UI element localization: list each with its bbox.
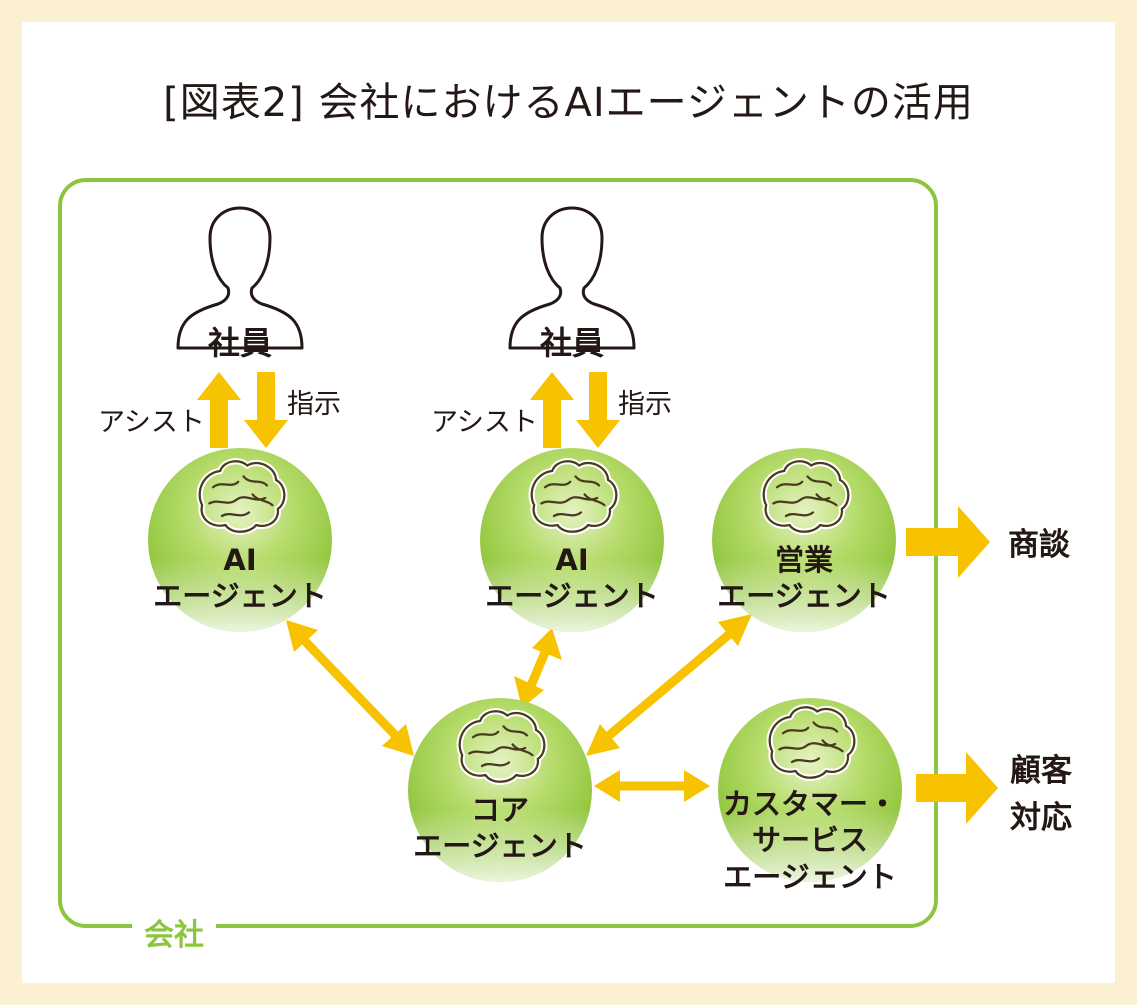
agent-node-core (408, 698, 592, 882)
connector-ai2-core (514, 628, 562, 708)
employee-label-1: 社員 (207, 324, 272, 362)
assist-arrow-2 (530, 372, 574, 448)
outcome-negotiation: 商談 (1008, 522, 1070, 569)
outcome-customer-support: 顧客 対応 (1010, 748, 1072, 841)
assist-label-2: アシスト (431, 407, 538, 438)
agent-label-line: エージェント (717, 579, 891, 614)
company-label: 会社 (132, 910, 216, 954)
outcome-arrow-negotiation (906, 506, 990, 578)
agent-label-line: AI (555, 543, 589, 577)
outcome-arrow-customer (916, 752, 998, 824)
agent-label-line: 営業 (774, 543, 833, 577)
agent-node-ai-1 (148, 448, 332, 632)
connector-ai1-core (286, 620, 414, 756)
connector-core-cs (594, 770, 710, 802)
agent-label-ai-1: AI エージェント (140, 542, 340, 615)
employee-label-2: 社員 (539, 324, 604, 362)
agent-label-line: エージェント (413, 829, 587, 864)
agent-label-line: カスタマー・ (722, 787, 897, 821)
agent-label-line: エージェント (153, 579, 327, 614)
agent-label-line: コア (470, 793, 529, 827)
agent-label-customer-service: カスタマー・ サービス エージェント (710, 786, 910, 895)
agent-label-sales: 営業 エージェント (704, 542, 904, 615)
agent-label-line: AI (223, 543, 257, 577)
outcome-label-line: 対応 (1010, 799, 1072, 836)
assist-label-1: アシスト (98, 407, 205, 438)
figure-title: [図表2] 会社におけるAIエージェントの活用 (163, 80, 974, 126)
instruct-label-2: 指示 (618, 389, 672, 420)
agent-label-line: エージェント (485, 579, 659, 614)
instruct-arrow-2 (576, 372, 620, 448)
agent-label-ai-2: AI エージェント (472, 542, 672, 615)
outcome-label-line: 顧客 (1010, 753, 1072, 789)
agent-label-line: エージェント (723, 859, 897, 894)
instruct-arrow-1 (244, 372, 288, 448)
outcome-label-line: 商談 (1008, 527, 1070, 563)
agent-node-ai-2 (480, 448, 664, 632)
connector-sales-core (586, 614, 752, 756)
agent-label-line: サービス (751, 823, 868, 858)
agent-node-customer-service (718, 698, 902, 882)
agent-node-sales (712, 448, 896, 632)
instruct-label-1: 指示 (287, 389, 341, 420)
assist-arrow-1 (197, 372, 241, 448)
agent-label-core: コア エージェント (400, 792, 600, 865)
